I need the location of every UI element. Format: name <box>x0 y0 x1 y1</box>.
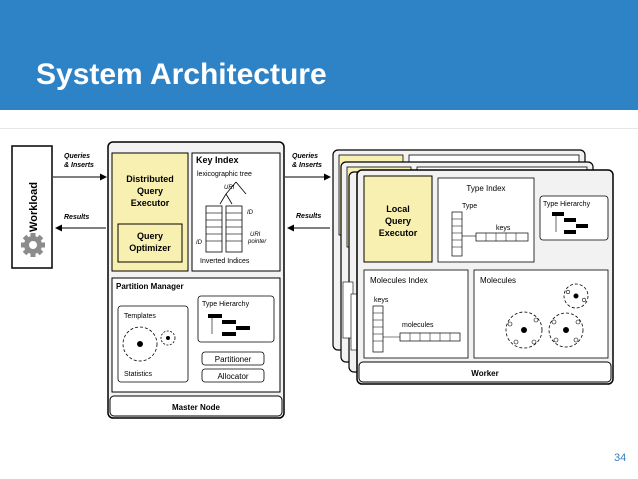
type-index-type-label: Type <box>462 203 477 210</box>
molecules-index-title: Molecules Index <box>370 276 428 285</box>
tree-id-label: ID <box>247 210 254 216</box>
partition-manager-title: Partition Manager <box>116 282 184 291</box>
queries-label-left: Queries <box>64 153 90 160</box>
type-hierarchy-label-worker: Type Hierarchy <box>543 201 591 208</box>
worker-node: Worker Local Query Executor Type Index T… <box>356 169 614 385</box>
master-node: Master Node Distributed Query Executor Q… <box>107 141 285 419</box>
molecules-title: Molecules <box>480 276 516 285</box>
type-index-keys-label: keys <box>496 225 511 232</box>
uri-pointer-line2: pointer <box>247 239 267 245</box>
molecules-index-molecules-label: molecules <box>402 322 434 329</box>
type-index-title: Type Index <box>466 184 505 193</box>
type-hierarchy-glyph-worker <box>552 212 588 234</box>
allocator-box <box>201 368 265 383</box>
statistics-label: Statistics <box>124 371 153 378</box>
uri-label: URI <box>224 185 235 191</box>
optimizer-line1: Query <box>137 231 163 241</box>
type-hierarchy-box-master <box>197 295 275 343</box>
local-executor-line3: Executor <box>379 228 418 238</box>
template-clusters <box>122 326 176 362</box>
molecules-box <box>473 269 609 359</box>
partitioner-label: Partitioner <box>215 355 252 364</box>
optimizer-line2: Optimizer <box>129 243 171 253</box>
page-number: 34 <box>614 452 627 464</box>
slide-title: System Architecture <box>36 58 327 91</box>
allocator-label: Allocator <box>217 372 248 381</box>
local-executor-line2: Query <box>385 216 411 226</box>
templates-label: Templates <box>124 313 156 320</box>
templates-box <box>117 305 189 383</box>
molecules-index-column <box>372 305 384 353</box>
inverted-indices-label: Inverted Indices <box>200 258 250 265</box>
tree-label: lexicographic tree <box>197 171 252 178</box>
local-executor-line1: Local <box>386 204 410 214</box>
molecule-graphs <box>505 283 589 349</box>
key-index-title: Key Index <box>196 155 239 165</box>
header-divider <box>0 128 638 129</box>
results-label-right: Results <box>296 213 321 220</box>
results-label-left: Results <box>64 214 89 221</box>
local-executor-box <box>363 175 433 263</box>
worker-label: Worker <box>471 369 498 378</box>
inserts-label-left: & Inserts <box>64 162 94 169</box>
queries-arrow-left: Queries & Inserts <box>53 153 107 181</box>
slide-header <box>0 0 638 110</box>
lexicographic-tree <box>219 181 247 205</box>
executor-line2: Query <box>137 186 163 196</box>
executor-line3: Executor <box>131 198 170 208</box>
results-arrow-right: Results <box>287 213 330 232</box>
inserts-label-right: & Inserts <box>292 162 322 169</box>
type-index-column <box>451 211 463 257</box>
results-arrow-left: Results <box>55 214 106 232</box>
type-hierarchy-glyph-master <box>208 314 250 336</box>
gear-icon <box>21 233 45 257</box>
workload-label: Workload <box>28 182 40 232</box>
uri-pointer-line1: URI <box>250 232 261 238</box>
queries-arrow-right: Queries & Inserts <box>285 153 331 181</box>
type-index-keys-row <box>475 232 529 242</box>
master-node-label: Master Node <box>172 403 221 412</box>
workload-box: Workload <box>11 145 53 269</box>
inverted-index-table <box>205 205 243 253</box>
type-hierarchy-label-master: Type Hierarchy <box>202 301 250 308</box>
side-id-label: ID <box>196 240 203 246</box>
molecules-index-keys-label: keys <box>374 297 389 304</box>
queries-label-right: Queries <box>292 153 318 160</box>
partitioner-box <box>201 351 265 366</box>
molecules-index-row <box>399 332 461 342</box>
query-optimizer-box <box>117 223 183 263</box>
executor-line1: Distributed <box>126 174 174 184</box>
